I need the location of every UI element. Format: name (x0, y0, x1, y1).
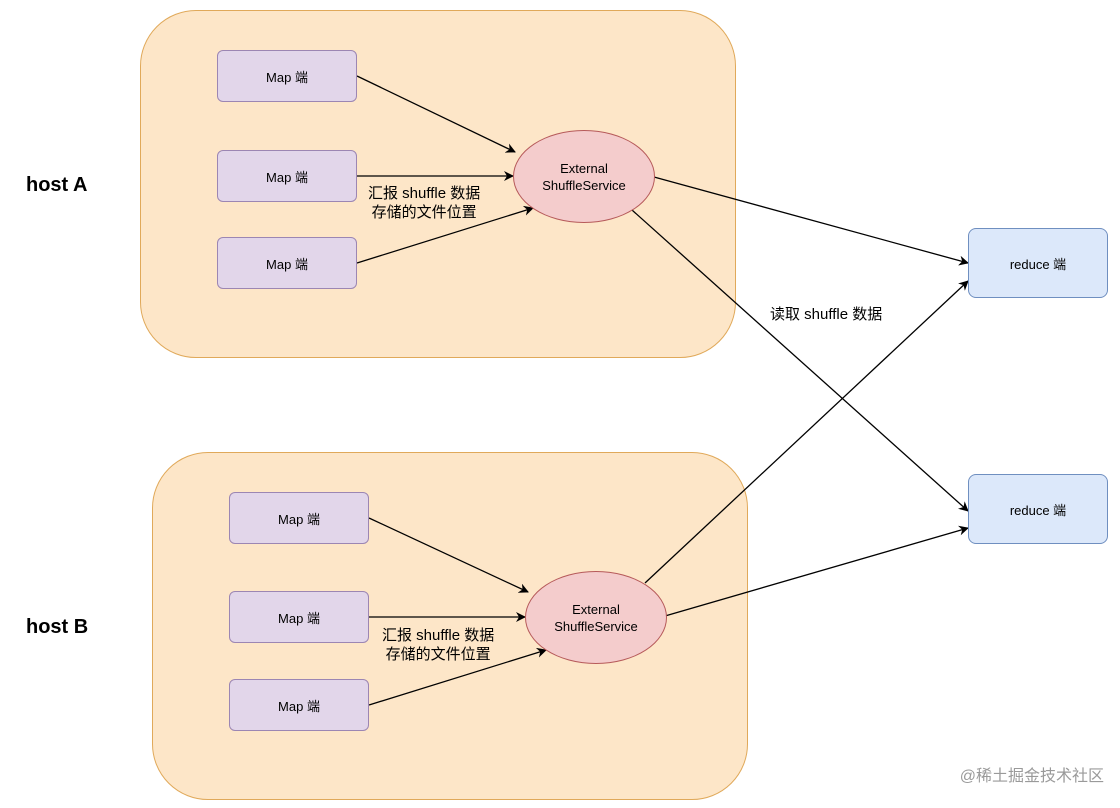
reduce-node: reduce 端 (968, 228, 1108, 298)
read-shuffle-label: 读取 shuffle 数据 (770, 306, 883, 323)
report-line1: 汇报 shuffle 数据 (368, 185, 481, 202)
host-a-map-node: Map 端 (217, 150, 357, 202)
edge-b-map1-ess (368, 517, 529, 593)
ess-line2: ShuffleService (554, 618, 638, 634)
edge-ess-b-reduce1 (644, 280, 969, 584)
host-b-report-label: 汇报 shuffle 数据 存储的文件位置 (382, 626, 494, 664)
reduce-node: reduce 端 (968, 474, 1108, 544)
edge-a-map1-ess (356, 75, 516, 153)
host-a-label: host A (26, 174, 88, 196)
watermark: @稀土掘金技术社区 (959, 768, 1104, 785)
report-line1: 汇报 shuffle 数据 (382, 627, 495, 644)
host-a-report-label: 汇报 shuffle 数据 存储的文件位置 (368, 184, 480, 222)
host-a-map-node: Map 端 (217, 50, 357, 102)
edge-ess-a-reduce1 (653, 176, 969, 266)
edge-ess-b-reduce2 (664, 525, 969, 617)
host-a-map-node: Map 端 (217, 237, 357, 289)
ess-line2: ShuffleService (542, 177, 626, 193)
host-b-map-node: Map 端 (229, 492, 369, 544)
ess-line1: External (572, 601, 620, 617)
host-b-label: host B (26, 616, 89, 638)
host-b-external-shuffle-service: External ShuffleService (525, 571, 667, 664)
edge-b-map3-ess (368, 647, 547, 706)
report-line2: 存储的文件位置 (385, 646, 491, 663)
edge-ess-a-reduce2 (631, 209, 969, 512)
host-b-map-node: Map 端 (229, 591, 369, 643)
ess-line1: External (560, 160, 608, 176)
host-b-map-node: Map 端 (229, 679, 369, 731)
host-a-external-shuffle-service: External ShuffleService (513, 130, 655, 223)
report-line2: 存储的文件位置 (371, 204, 477, 221)
edge-a-map3-ess (356, 205, 534, 264)
